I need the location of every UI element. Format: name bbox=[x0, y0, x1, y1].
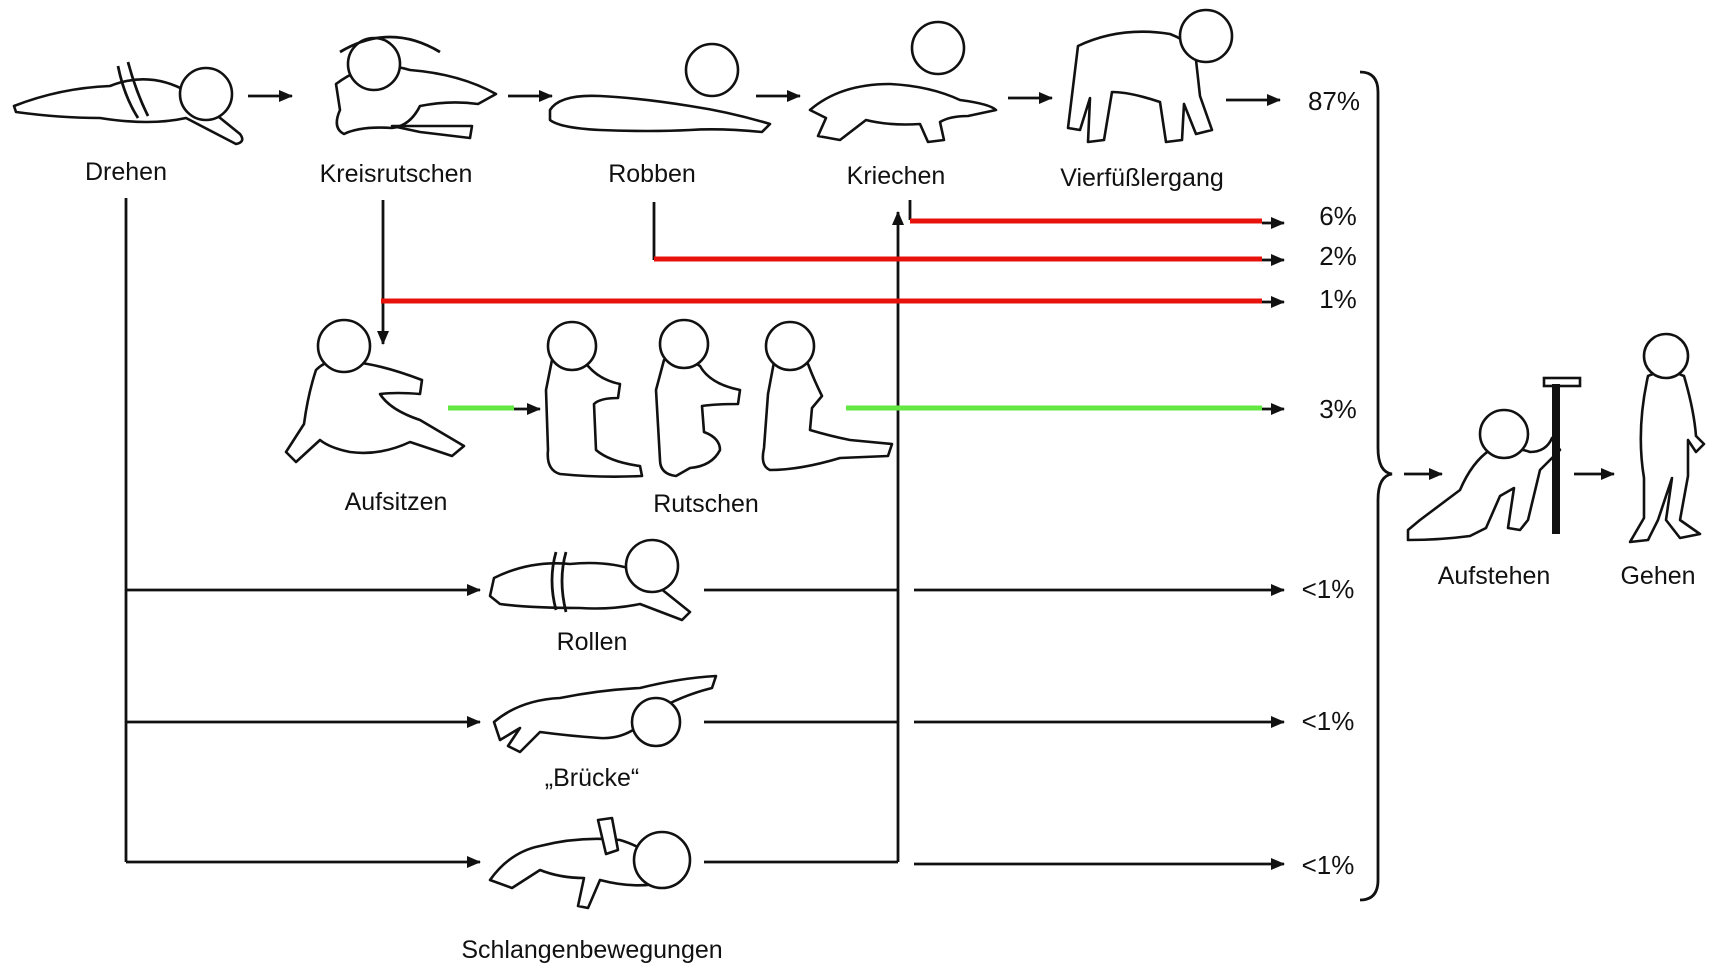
label-aufsitzen: Aufsitzen bbox=[345, 488, 448, 516]
pct-schlangen: <1% bbox=[1302, 850, 1355, 880]
baby-figure-icon bbox=[488, 816, 692, 910]
baby-figure-icon bbox=[1406, 408, 1562, 542]
label-rollen: Rollen bbox=[557, 628, 628, 656]
pct-rollen: <1% bbox=[1302, 574, 1355, 604]
support-post-icon bbox=[1542, 376, 1582, 534]
label-drehen: Drehen bbox=[85, 158, 167, 186]
curly-brace-icon bbox=[1359, 70, 1393, 902]
pct-kriechen: 6% bbox=[1319, 201, 1357, 231]
baby-figure-icon bbox=[1066, 8, 1234, 144]
baby-figure-icon bbox=[284, 318, 466, 464]
pct-robben: 2% bbox=[1319, 241, 1357, 271]
label-vierfuessler: Vierfüßlergang bbox=[1060, 164, 1224, 192]
label-gehen: Gehen bbox=[1620, 562, 1695, 590]
percentage-labels: 87% 6% 2% 1% 3% <1% <1% <1% bbox=[1302, 86, 1360, 880]
label-kreisrutschen: Kreisrutschen bbox=[320, 160, 473, 188]
baby-figure-icon bbox=[492, 674, 718, 754]
label-schlangen: Schlangenbewegungen bbox=[461, 936, 722, 964]
baby-figure-icon bbox=[654, 318, 742, 478]
baby-figure-icon bbox=[548, 42, 772, 134]
baby-figure-icon bbox=[544, 320, 644, 478]
pct-kreisrutschen: 1% bbox=[1319, 284, 1357, 314]
label-kriechen: Kriechen bbox=[847, 162, 946, 190]
baby-figure-icon bbox=[334, 35, 498, 140]
stage-labels: Drehen Kreisrutschen Robben Kriechen Vie… bbox=[85, 158, 1696, 964]
pct-rutschen: 3% bbox=[1319, 394, 1357, 424]
pct-vierfuessler: 87% bbox=[1308, 86, 1360, 116]
flow-lines bbox=[124, 70, 1615, 902]
pct-bruecke: <1% bbox=[1302, 706, 1355, 736]
baby-figure-icon bbox=[761, 320, 894, 472]
baby-figure-icon bbox=[808, 20, 998, 144]
baby-figure-icon bbox=[1628, 332, 1706, 544]
label-aufstehen: Aufstehen bbox=[1438, 562, 1551, 590]
label-robben: Robben bbox=[608, 160, 696, 188]
label-bruecke: „Brücke“ bbox=[545, 764, 639, 792]
label-rutschen: Rutschen bbox=[653, 490, 759, 518]
baby-figure-icon bbox=[12, 61, 244, 146]
baby-figure-icon bbox=[488, 538, 692, 622]
